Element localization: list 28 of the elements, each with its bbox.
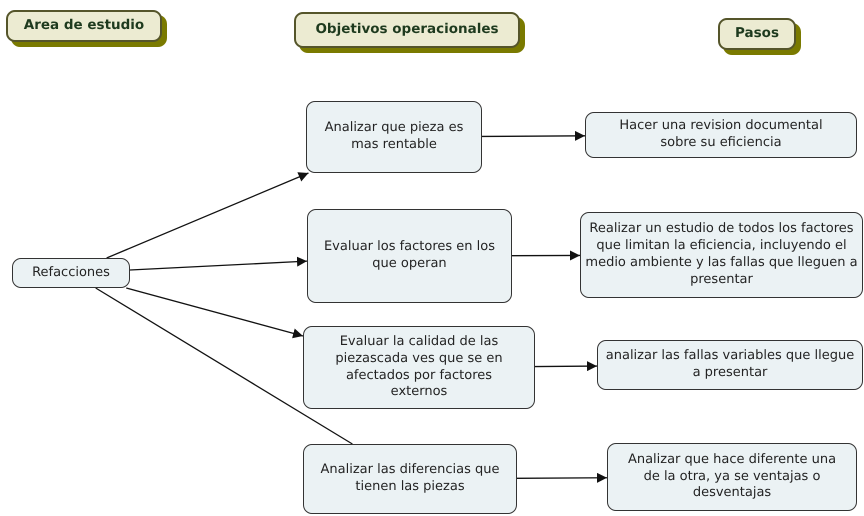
concept-box [307,209,512,303]
concept-box [303,326,535,409]
concept-box [306,101,482,173]
heading-text: Pasos [735,25,779,43]
node-text: Hacer una revision documental sobre su eficiencia [618,118,824,152]
node-text: Analizar las diferencias que tienen las piezas [320,462,500,496]
node-text: Refacciones [32,264,110,282]
arrow [482,130,585,141]
arrow [517,472,607,483]
concept-box [585,112,857,158]
node-text: Evaluar los factores en los que operan [322,239,496,273]
arrow [130,256,308,271]
arrow [535,361,597,372]
heading-text: Area de estudio [24,17,144,35]
arrow [126,287,304,338]
concept-box [607,443,857,511]
concept-box [580,212,863,298]
node-text: Realizar un estudio de todos los factores que limitan la eficiencia, incluyendo el medio ambiente y las fallas que lleguen a presentar [585,221,858,289]
heading-text: Objetivos operacionales [315,21,499,39]
arrow [106,172,309,259]
arrow [512,250,580,260]
concept-box [12,258,130,288]
node-text: Analizar que pieza es mas rentable [324,120,464,154]
node-text: analizar las fallas variables que llegue a presentar [604,348,856,382]
concept-box [303,444,517,514]
node-text: Analizar que hace diferente una de la otra, ya se ventajas o desventajas [626,452,838,502]
concept-box [597,340,863,390]
node-text: Evaluar la calidad de las piezascada ves que se en afectados por factores externos [334,334,504,402]
